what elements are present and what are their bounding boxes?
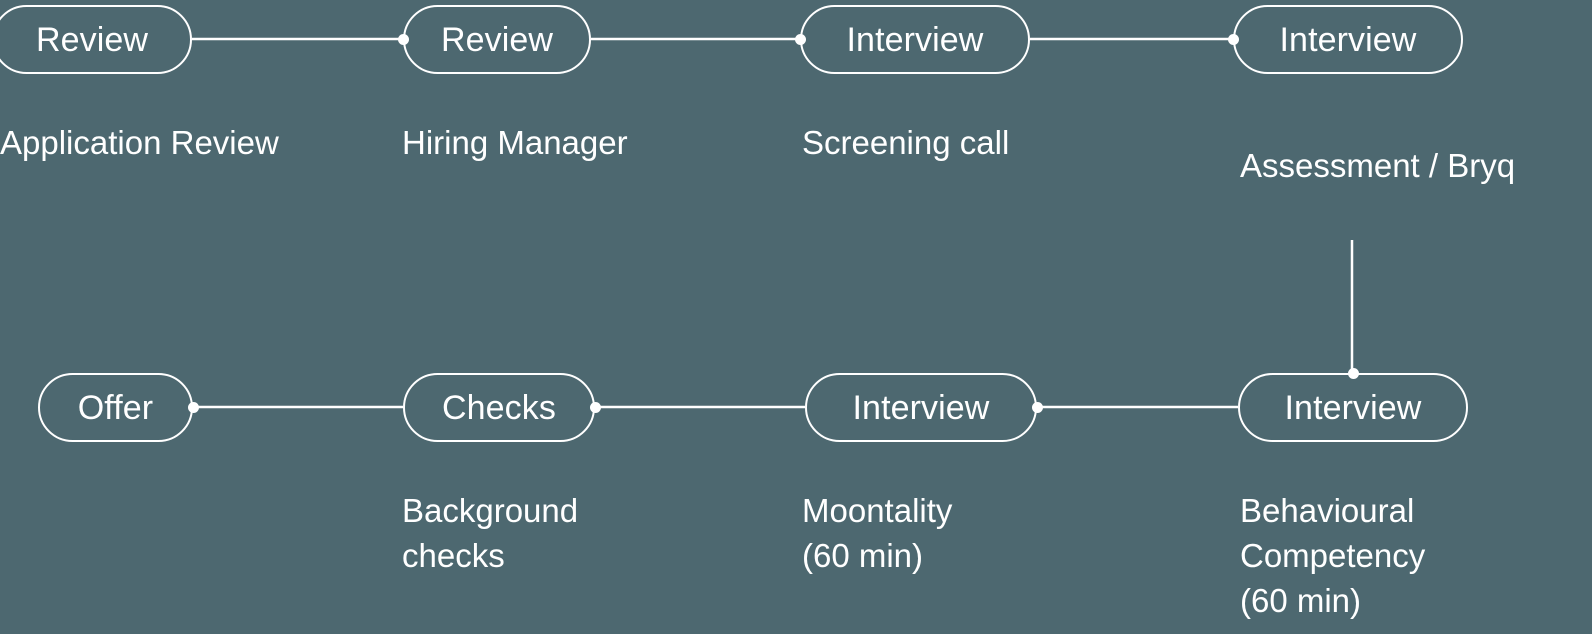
connector-port-right-node-moontality[interactable]: [1031, 402, 1043, 413]
caption-node-application-review: Application Review: [0, 120, 279, 165]
node-application-review[interactable]: Review: [0, 5, 192, 74]
caption-line: Background: [402, 492, 579, 529]
node-stage-label: Interview: [1284, 388, 1422, 427]
caption-line: checks: [402, 537, 505, 574]
connector-port-left-node-hiring-manager[interactable]: [397, 34, 409, 45]
caption-line: (60 min): [1240, 582, 1362, 619]
node-stage-label: Offer: [77, 388, 154, 427]
node-behavioural-competency[interactable]: Interview: [1238, 373, 1468, 442]
caption-node-background-checks: Background checks: [402, 488, 578, 578]
node-stage-label: Checks: [442, 388, 556, 427]
node-stage-label: Review: [35, 20, 149, 59]
node-moontality[interactable]: Interview: [805, 373, 1037, 442]
caption-node-screening-call: Screening call: [802, 120, 1009, 165]
caption-node-assessment-bryq: Assessment / Bryq: [1240, 143, 1515, 188]
connector-port-right-node-offer[interactable]: [187, 402, 199, 413]
node-stage-label: Interview: [1279, 20, 1417, 59]
node-background-checks[interactable]: Checks: [403, 373, 595, 442]
connector-port-left-node-assessment-bryq[interactable]: [1227, 34, 1239, 45]
connector-port-right-node-background-checks[interactable]: [589, 402, 601, 413]
node-offer[interactable]: Offer: [38, 373, 193, 442]
node-stage-label: Interview: [852, 388, 990, 427]
node-hiring-manager[interactable]: Review: [403, 5, 591, 74]
connector-port-left-node-screening-call[interactable]: [794, 34, 806, 45]
caption-node-moontality: Moontality (60 min): [802, 488, 952, 578]
caption-line: Behavioural: [1240, 492, 1415, 529]
caption-line: Assessment / Bryq: [1240, 147, 1516, 184]
node-stage-label: Interview: [846, 20, 984, 59]
node-screening-call[interactable]: Interview: [800, 5, 1030, 74]
caption-line: (60 min): [802, 537, 924, 574]
caption-line: Moontality: [802, 492, 953, 529]
caption-line: Screening call: [802, 124, 1010, 161]
connector-port-top-node-behavioural-competency[interactable]: [1347, 367, 1359, 379]
caption-node-hiring-manager: Hiring Manager: [402, 120, 628, 165]
node-assessment-bryq[interactable]: Interview: [1233, 5, 1463, 74]
node-stage-label: Review: [440, 20, 554, 59]
caption-line: Application Review: [0, 124, 279, 161]
caption-line: Hiring Manager: [402, 124, 628, 161]
caption-line: Competency: [1240, 537, 1426, 574]
